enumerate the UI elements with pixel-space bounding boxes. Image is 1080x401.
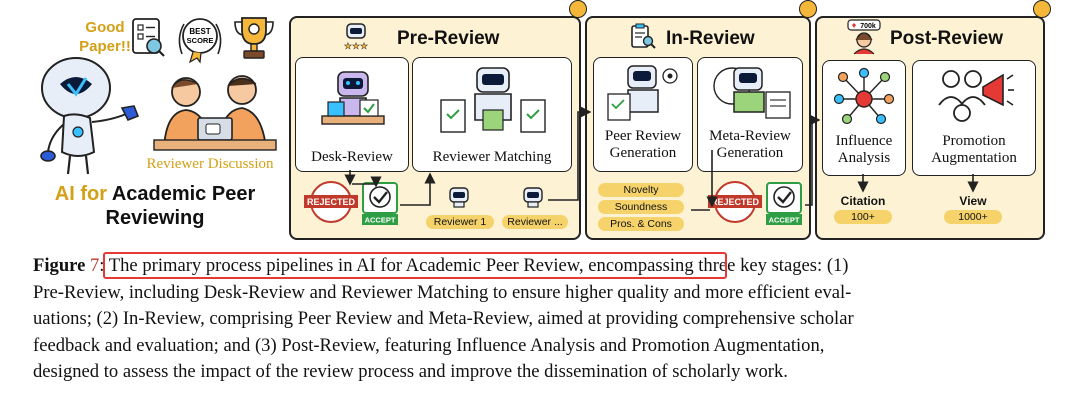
in-review-corner-knob bbox=[799, 0, 817, 18]
accept-stamp-text: ACCEPT bbox=[365, 216, 396, 225]
figure-7-diagram: Good Paper!! BEST SCORE bbox=[20, 0, 1051, 240]
caption-figure-word: Figure bbox=[33, 255, 86, 276]
post-review-title: Post-Review bbox=[890, 28, 1003, 49]
reviewer-discussion-label: Reviewer Discussion bbox=[146, 156, 274, 172]
megaphone-people-icon bbox=[938, 70, 1014, 122]
title-reviewing: Reviewing bbox=[105, 207, 205, 229]
peer-review-line1: Peer Review bbox=[604, 128, 682, 144]
meta-accept-stamp-text: ACCEPT bbox=[769, 216, 800, 225]
meta-review-line1: Meta-Review bbox=[709, 128, 791, 144]
reviewer-discussion-illustration bbox=[153, 75, 277, 151]
peer-review-generation-label: Peer Review Generation bbox=[594, 128, 692, 162]
rejected-stamp-icon: REJECTED bbox=[304, 181, 358, 223]
aspect-pros-cons-pill: Pros. & Cons bbox=[598, 217, 684, 231]
good-paper-label: Good Paper!! bbox=[60, 18, 150, 56]
meta-review-line2: Generation bbox=[716, 145, 784, 161]
badge-best-text: BEST bbox=[189, 27, 210, 36]
desk-review-label: Desk-Review bbox=[311, 149, 393, 165]
caption-line-1-text: : The primary process pipelines in AI fo… bbox=[99, 255, 849, 276]
reviewer-1-pill: Reviewer 1 bbox=[426, 215, 494, 229]
clipboard-search-icon bbox=[631, 23, 656, 49]
promotion-augmentation-label: Promotion Augmentation bbox=[913, 133, 1035, 167]
ai-robot-icon bbox=[40, 57, 140, 175]
robot-badge-icon: ★★★ bbox=[344, 23, 368, 51]
reviewer-n-pill: Reviewer ... bbox=[502, 215, 568, 229]
in-review-title: In-Review bbox=[666, 28, 755, 49]
main-title: AI for Academic Peer Reviewing bbox=[20, 182, 290, 230]
meta-accept-stamp-icon: ACCEPT bbox=[766, 182, 802, 225]
desk-review-robot-icon bbox=[321, 71, 385, 125]
trophy-icon bbox=[234, 17, 274, 59]
figure-number-link[interactable]: 7 bbox=[90, 255, 100, 276]
caption-line-1: Figure 7: The primary process pipelines … bbox=[33, 253, 1073, 280]
pre-review-corner-knob bbox=[569, 0, 587, 18]
citation-label: Citation bbox=[840, 194, 886, 208]
accept-stamp-icon: ACCEPT bbox=[362, 182, 398, 225]
post-review-corner-knob bbox=[1033, 0, 1051, 18]
reviewer-1-robot-icon bbox=[449, 187, 469, 208]
flow-arrows bbox=[344, 106, 979, 211]
aspect-novelty-pill: Novelty bbox=[598, 183, 684, 197]
influencer-avatar-icon: 700k bbox=[847, 19, 881, 55]
meta-review-robot-icon bbox=[713, 67, 791, 119]
promotion-line2: Augmentation bbox=[931, 150, 1017, 166]
pre-review-title: Pre-Review bbox=[397, 28, 500, 49]
influence-line2: Analysis bbox=[837, 150, 891, 166]
meta-rejected-stamp-text: REJECTED bbox=[711, 197, 760, 207]
caption-line-2: Pre-Review, including Desk-Review and Re… bbox=[33, 281, 852, 303]
good-paper-text: Good Paper!! bbox=[79, 19, 131, 55]
caption-line-3: uations; (2) In-Review, comprising Peer … bbox=[33, 308, 854, 329]
influence-analysis-label: Influence Analysis bbox=[823, 133, 905, 167]
badge-score-text: SCORE bbox=[187, 36, 214, 45]
figure-caption: Figure 7: The primary process pipelines … bbox=[33, 253, 1073, 386]
best-score-badge-icon: BEST SCORE bbox=[178, 18, 222, 64]
title-academic-peer: Academic Peer bbox=[111, 183, 256, 205]
svg-text:★★★: ★★★ bbox=[344, 41, 368, 51]
caption-highlight-box bbox=[103, 252, 727, 279]
influence-analysis-card: Influence Analysis bbox=[822, 60, 906, 176]
title-ai-for: AI for bbox=[54, 183, 107, 205]
promotion-line1: Promotion bbox=[942, 133, 1006, 149]
meta-review-generation-card: Meta-Review Generation bbox=[697, 57, 803, 172]
meta-review-generation-label: Meta-Review Generation bbox=[698, 128, 802, 162]
peer-review-generation-card: Peer Review Generation bbox=[593, 57, 693, 172]
aspect-soundness-pill: Soundness bbox=[598, 200, 684, 214]
desk-review-card: Desk-Review bbox=[295, 57, 409, 172]
influence-line1: Influence bbox=[835, 133, 893, 149]
caption-line-5: designed to assess the impact of the rev… bbox=[33, 361, 788, 382]
reviewer-matching-label: Reviewer Matching bbox=[432, 149, 552, 165]
reviewer-matching-card: Reviewer Matching bbox=[412, 57, 572, 172]
citation-value-pill: 100+ bbox=[834, 210, 892, 224]
promotion-augmentation-card: Promotion Augmentation bbox=[912, 60, 1036, 176]
peer-review-robot-icon bbox=[607, 65, 678, 121]
reviewer-matching-robot-icon bbox=[440, 67, 546, 133]
influence-network-icon bbox=[833, 67, 895, 125]
peer-review-line2: Generation bbox=[609, 145, 677, 161]
rejected-stamp-text: REJECTED bbox=[307, 197, 356, 207]
checklist-icon bbox=[132, 18, 165, 57]
reviewer-n-robot-icon bbox=[523, 187, 543, 208]
views-badge-text: 700k bbox=[860, 23, 876, 30]
view-value-pill: 1000+ bbox=[944, 210, 1002, 224]
view-label: View bbox=[959, 194, 987, 208]
caption-line-4: feedback and evaluation; and (3) Post-Re… bbox=[33, 334, 825, 356]
meta-rejected-stamp-icon: REJECTED bbox=[708, 181, 762, 223]
